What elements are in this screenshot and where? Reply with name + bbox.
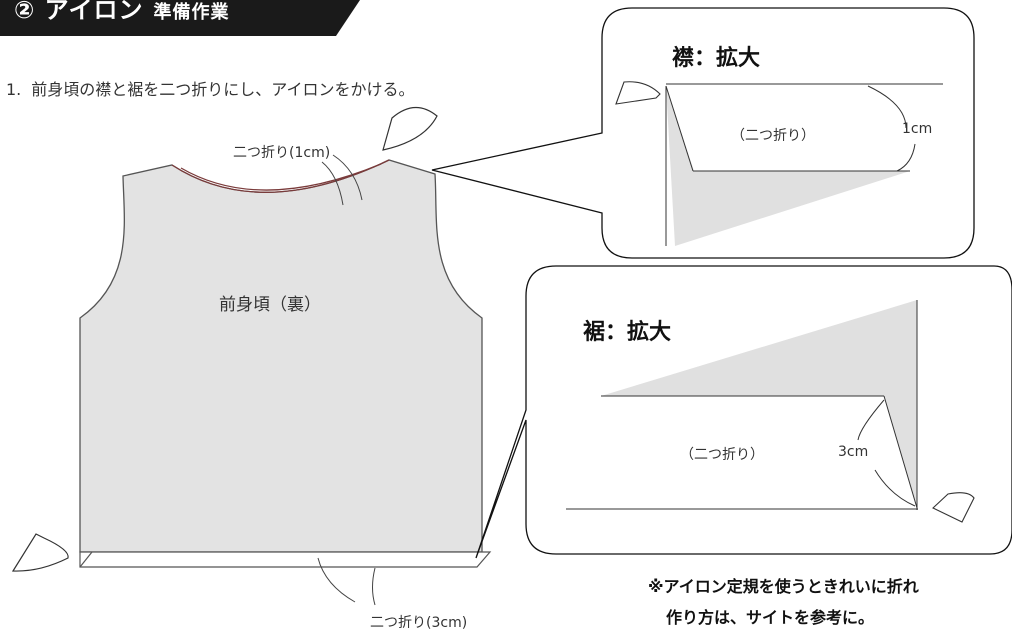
- hem-fold-label: 二つ折り(3cm): [370, 615, 468, 631]
- hem-zoom-title: 裾：拡大: [583, 320, 672, 345]
- hem-fold-label-zoom: （二つ折り）: [680, 447, 764, 463]
- iron-icon: [615, 81, 661, 105]
- note-line-2: 作り方は、サイトを参考に。: [666, 608, 875, 627]
- page-title: ② アイロン準備作業: [14, 0, 229, 25]
- collar-fold-label: （二つ折り）: [731, 128, 815, 144]
- collar-zoom-title: 襟：拡大: [672, 46, 761, 71]
- page-title-sub: 準備作業: [153, 2, 230, 23]
- iron-icon: [11, 533, 69, 572]
- neck-fold-label: 二つ折り(1cm): [233, 145, 331, 161]
- collar-measure: 1cm: [902, 121, 933, 137]
- instruction-step: 1. 前身頃の襟と裾を二つ折りにし、アイロンをかける。: [6, 76, 414, 100]
- iron-icon: [382, 106, 438, 151]
- front-bodice: [79, 159, 492, 568]
- iron-icon: [932, 492, 975, 523]
- page-title-main: ② アイロン: [14, 0, 144, 24]
- hem-zoom-callout: [475, 265, 1012, 559]
- collar-zoom-callout: [431, 7, 975, 259]
- hem-measure: 3cm: [838, 444, 869, 460]
- neck-fold-pointer: [321, 154, 363, 206]
- header-banner: [0, 0, 360, 36]
- body-label: 前身頃（裏）: [219, 295, 321, 315]
- step-number: 1.: [6, 80, 22, 99]
- note-line-1: ※アイロン定規を使うときれいに折れ: [648, 577, 919, 596]
- hem-fold-pointer: [317, 557, 376, 606]
- step-text: 前身頃の襟と裾を二つ折りにし、アイロンをかける。: [31, 80, 415, 99]
